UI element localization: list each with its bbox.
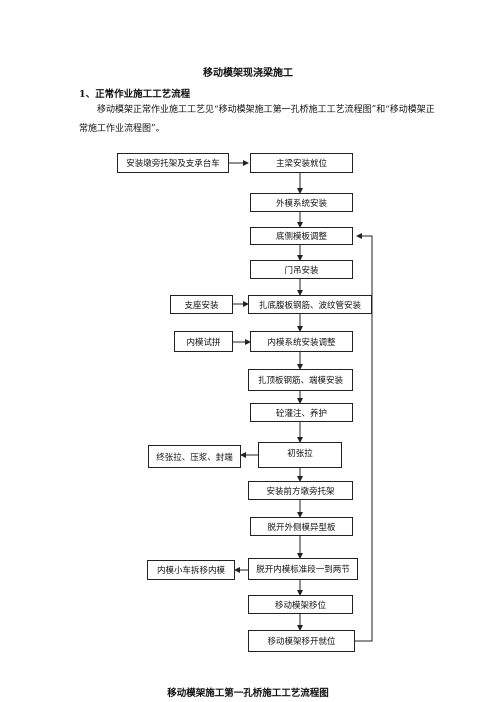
section-heading: 1、正常作业施工工艺流程	[79, 89, 191, 100]
main-step-13: 移动模架移位	[248, 595, 353, 614]
main-step-1: 主梁安装就位	[250, 153, 353, 173]
main-step-4: 门吊安装	[250, 260, 353, 279]
main-step-7: 扎顶板钢筋、端模安装	[248, 369, 353, 391]
main-step-6: 内模系统安装调整	[250, 331, 353, 352]
main-step-12: 脱开内模标准段一到两节	[248, 558, 358, 580]
side-step-inner-trolley: 内模小车拆移内模	[147, 560, 235, 580]
main-step-14: 移动模架移开就位	[248, 630, 355, 652]
main-step-9: 初张拉	[258, 442, 342, 468]
side-step-inner-form-trial: 内模试拼	[174, 331, 233, 352]
main-step-11: 脱开外侧模异型板	[250, 517, 353, 536]
main-step-5: 扎底腹板钢筋、波纹管安装	[248, 295, 372, 314]
figure-caption: 移动模架施工第一孔桥施工工艺流程图	[167, 688, 329, 699]
main-step-3: 底侧模板调整	[250, 227, 353, 245]
document-title: 移动模架现浇梁施工	[203, 68, 293, 79]
main-step-10: 安装前方墩旁托架	[248, 481, 353, 500]
side-step-support-bracket: 安装墩旁托架及支承台车	[117, 153, 229, 173]
main-step-2: 外模系统安装	[250, 193, 353, 212]
side-step-bearing: 支座安装	[170, 295, 233, 314]
side-step-final-tension: 终张拉、压浆、封端	[148, 445, 241, 468]
main-step-8: 砼灌注、养护	[250, 403, 353, 422]
intro-paragraph: 移动模架正常作业施工工艺见“移动模架施工第一孔桥施工工艺流程图”和“移动模架正常…	[79, 105, 435, 134]
